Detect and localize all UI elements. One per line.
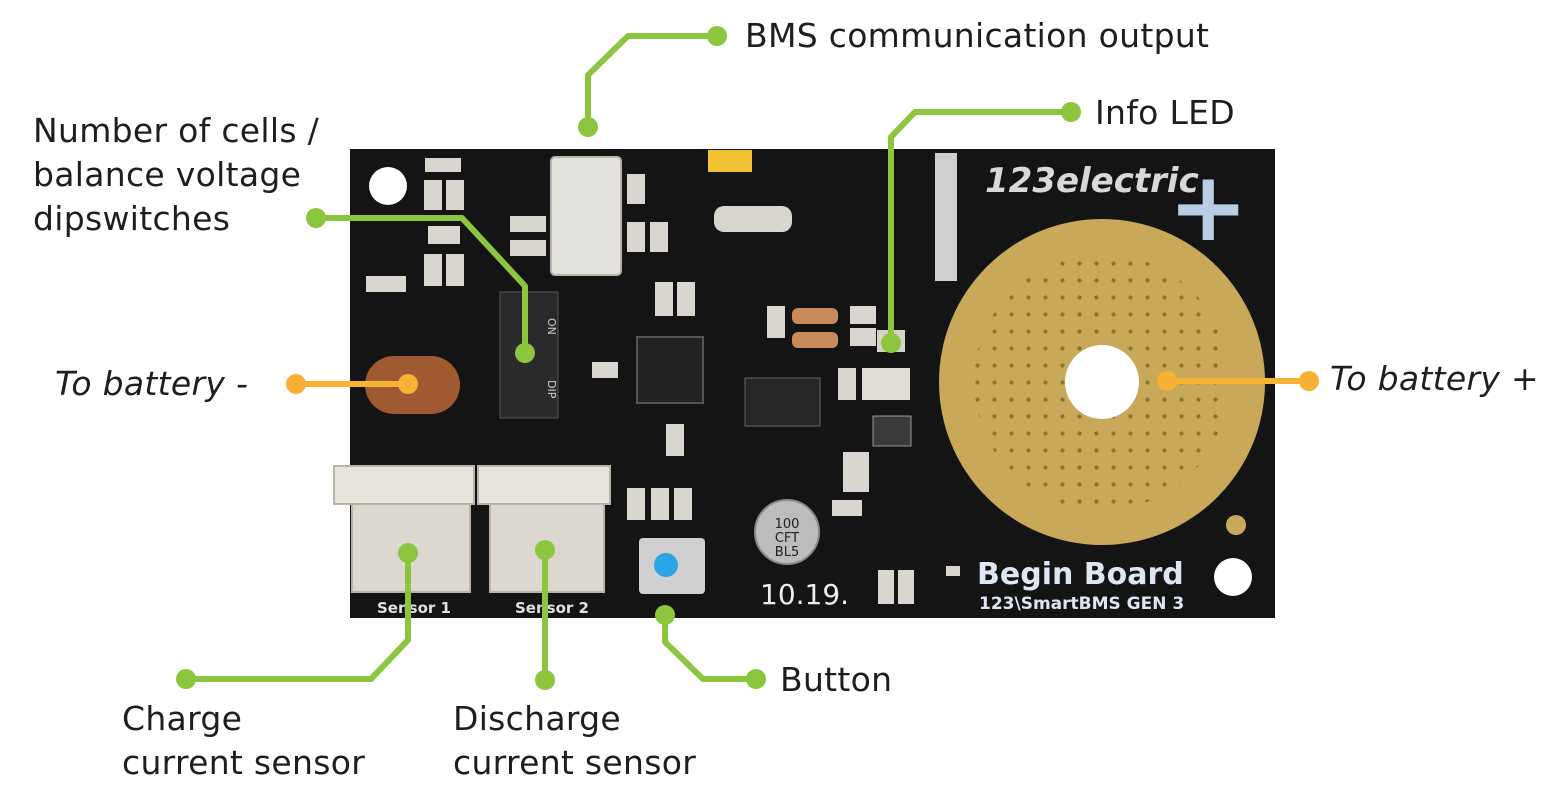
label-battery-negative-text: To battery - [55,364,249,403]
board-subtitle: 123\SmartBMS GEN 3 [979,594,1184,614]
diode-components [714,206,838,348]
board-name: Begin Board [977,557,1184,592]
label-battery-positive-text: To battery + [1330,359,1539,398]
label-info-led-text: Info LED [1095,93,1235,132]
label-bms-text: BMS communication output [745,16,1210,55]
bms-output-connector [550,156,622,276]
dip-on-label: ON [545,318,558,335]
label-discharge-line-2: current sensor [453,743,697,782]
ic-chip [744,377,821,427]
pointer-lines-green [183,33,1074,683]
label-battery-negative: To battery - [55,362,248,406]
pointer-button [662,612,759,682]
label-button-text: Button [780,660,893,699]
pointer-dots-orange [286,371,1319,394]
pointer-charge-sensor [183,550,411,682]
pointer-dots-green [176,26,1081,690]
capacitor-line-1: 100 [775,517,800,532]
label-cells-line-3: dipswitches [33,199,231,238]
positive-terminal-hole [1065,345,1139,419]
sensor-2-connector [477,465,611,505]
microcontroller-chip [636,336,704,404]
sensor-1-silk: Sensor 1 [377,599,451,617]
mosfet-component [935,153,957,281]
push-button-cap [654,553,678,577]
label-battery-positive: To battery + [1330,357,1539,401]
pointer-lines-orange [293,378,1312,387]
brand-logo: 123electric [985,161,1199,201]
inductor-component [872,415,912,447]
label-cells-line-2: balance voltage [33,155,302,194]
label-cells-line-1: Number of cells / [33,111,320,150]
led-chip [862,368,910,400]
via-pad [1226,515,1246,535]
pointer-dipswitches [313,215,528,356]
label-charge-line-1: Charge [122,699,243,738]
label-charge-line-2: current sensor [122,743,366,782]
sensor-1-connector [333,465,475,505]
label-button: Button [780,658,892,702]
capacitor-line-3: BL5 [775,545,799,560]
electrolytic-capacitor [754,499,820,565]
smd-components [366,158,960,604]
label-info-led: Info LED [1095,91,1235,135]
pointer-bms-output [585,33,720,130]
label-dipswitches: Number of cells / balance voltage dipswi… [33,109,319,241]
label-bms-communication-output: BMS communication output [745,14,1209,58]
label-discharge-current-sensor: Discharge current sensor [453,697,696,785]
sensor-2-silk: Sensor 2 [515,599,589,617]
pointer-info-led [888,109,1074,346]
tantalum-capacitor [708,150,752,172]
dip-label: DIP [545,380,558,399]
label-charge-current-sensor: Charge current sensor [122,697,365,785]
mounting-hole-bottom-right [1214,558,1252,596]
label-discharge-line-1: Discharge [453,699,621,738]
capacitor-line-2: CFT [775,531,799,546]
mounting-hole-top-left [369,167,407,205]
date-code: 10.19. [760,578,849,611]
